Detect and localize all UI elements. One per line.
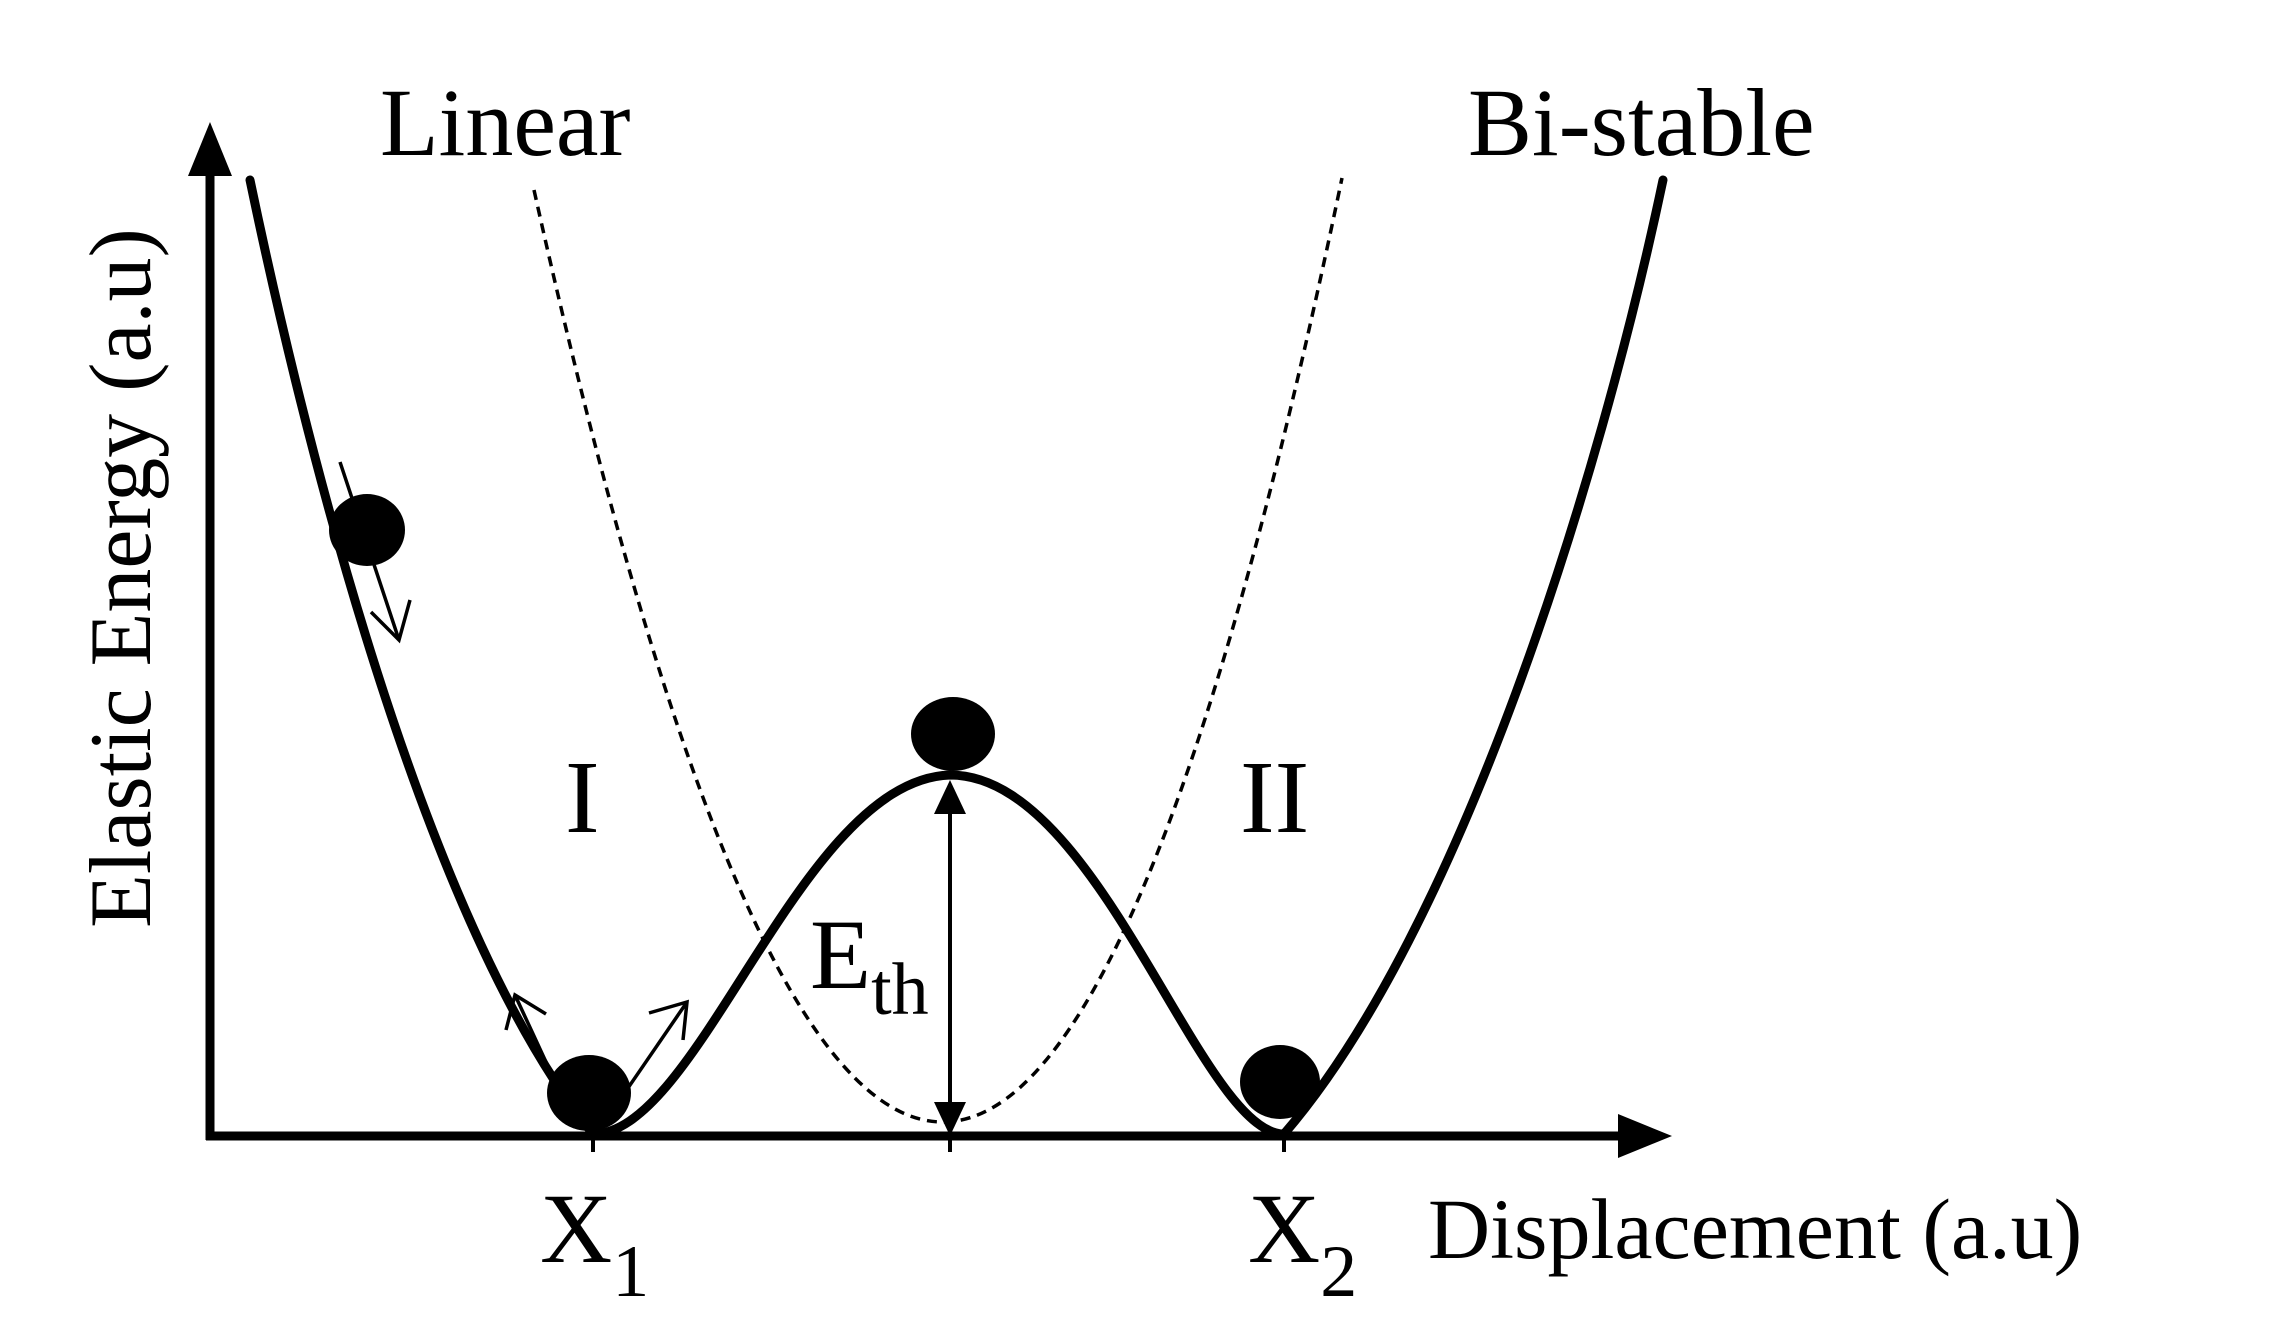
barrier-arrowhead-up — [934, 780, 966, 814]
y-axis-arrowhead — [188, 122, 232, 176]
bistable-label: Bi-stable — [1468, 69, 1815, 176]
ball-on-barrier-top — [911, 697, 995, 771]
barrier-energy-sub: th — [871, 949, 929, 1031]
barrier-energy-main: E — [810, 899, 871, 1010]
y-axis-title: Elastic Energy (a.u) — [73, 228, 170, 928]
linear-label: Linear — [380, 69, 631, 176]
ball-in-well-one — [547, 1055, 631, 1131]
linear-curve — [532, 177, 1344, 1124]
motion-arrows — [338, 461, 690, 1089]
barrier-energy-label: Eth — [810, 899, 929, 1031]
barrier-arrow — [934, 780, 966, 1136]
axes — [188, 122, 1672, 1158]
slope-down-arrow-icon — [338, 461, 412, 644]
ball-in-well-two — [1240, 1045, 1320, 1119]
x2-sub: 2 — [1320, 1231, 1357, 1313]
left-oscillation-arrow-icon — [504, 992, 560, 1089]
well-one-label: I — [565, 740, 600, 855]
x-axis-title: Displacement (a.u) — [1428, 1181, 2082, 1277]
ball-on-slope — [329, 494, 405, 566]
right-oscillation-arrow-icon — [626, 999, 690, 1089]
x-axis-arrowhead — [1618, 1114, 1672, 1158]
x1-sub: 1 — [612, 1231, 649, 1313]
x1-label: X1 — [540, 1173, 649, 1313]
x1-main: X — [540, 1173, 612, 1284]
barrier-arrowhead-down — [934, 1102, 966, 1136]
x2-main: X — [1248, 1173, 1320, 1284]
x2-label: X2 — [1248, 1173, 1357, 1313]
well-two-label: II — [1240, 740, 1309, 855]
bistable-curve — [245, 175, 1668, 1139]
